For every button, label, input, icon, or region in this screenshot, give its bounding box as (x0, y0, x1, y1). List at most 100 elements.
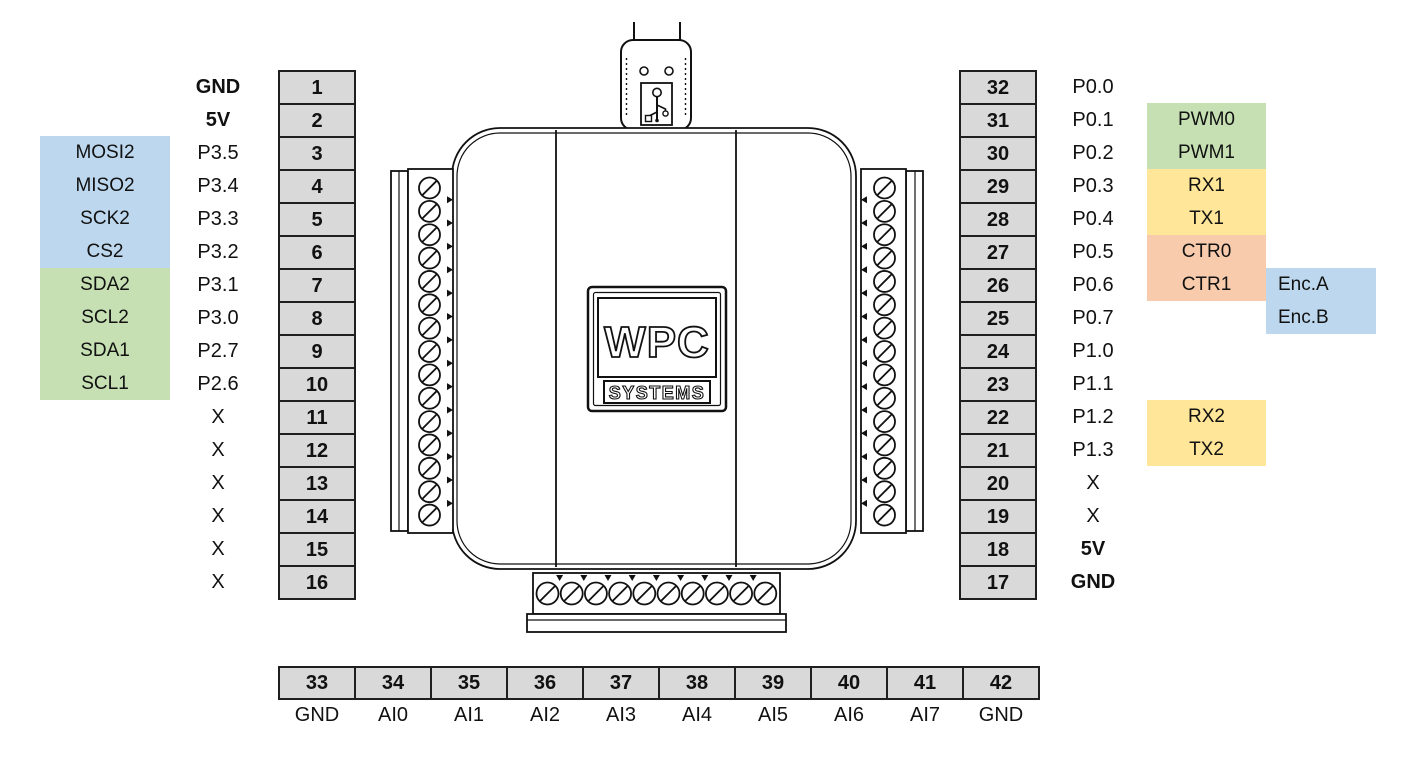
pin-name: P0.4 (1072, 207, 1114, 230)
pin-name: X (211, 570, 225, 593)
pin-number-box: 6 (278, 235, 356, 270)
pin-name: AI5 (757, 704, 789, 726)
pin-name: X (211, 537, 225, 560)
terminal-block-bottom (526, 572, 787, 633)
pin-name: P0.6 (1072, 273, 1114, 296)
pin-name: P0.0 (1072, 75, 1114, 98)
pin-number-box: 15 (278, 532, 356, 567)
pin-function-label: PWM1 (1147, 136, 1266, 169)
pin-number-box: 4 (278, 169, 356, 204)
pin-number-box: 36 (506, 666, 584, 700)
pin-name: P0.7 (1072, 306, 1114, 329)
pin-number-box: 14 (278, 499, 356, 534)
pin-number-box: 19 (959, 499, 1037, 534)
pin-number-box: 41 (886, 666, 964, 700)
pin-number-box: 17 (959, 565, 1037, 600)
brand-logo: WPC SYSTEMS (586, 285, 728, 413)
pin-name: P0.2 (1072, 141, 1114, 164)
pin-number-box: 11 (278, 400, 356, 435)
pin-number-box: 34 (354, 666, 432, 700)
pin-number-box: 28 (959, 202, 1037, 237)
pin-number-box: 20 (959, 466, 1037, 501)
pin-number-box: 7 (278, 268, 356, 303)
logo-text-top: WPC (604, 318, 710, 367)
device-illustration: WPC SYSTEMS (390, 22, 924, 633)
pin-name: X (1086, 504, 1100, 527)
pin-number-box: 40 (810, 666, 888, 700)
pin-number-box: 22 (959, 400, 1037, 435)
pin-number-box: 32 (959, 70, 1037, 105)
pin-name: P3.0 (197, 306, 239, 329)
pin-number-box: 42 (962, 666, 1040, 700)
pin-function-label: MISO2 (40, 169, 170, 202)
pin-name: GND (294, 704, 340, 726)
pin-name: GND (1070, 570, 1116, 593)
pin-number-box: 12 (278, 433, 356, 468)
pin-name: GND (195, 75, 241, 98)
pin-name: P3.1 (197, 273, 239, 296)
pin-number-box: 10 (278, 367, 356, 402)
pin-number-box: 26 (959, 268, 1037, 303)
pin-number-box: 33 (278, 666, 356, 700)
pin-number-box: 27 (959, 235, 1037, 270)
pin-name: P1.1 (1072, 372, 1114, 395)
pin-number-box: 24 (959, 334, 1037, 369)
pin-name: AI6 (833, 704, 865, 726)
pin-number-box: 35 (430, 666, 508, 700)
pin-number-box: 29 (959, 169, 1037, 204)
pin-number-box: 18 (959, 532, 1037, 567)
pin-number-box: 23 (959, 367, 1037, 402)
pin-number-box: 5 (278, 202, 356, 237)
pin-function-label: CTR1 (1147, 268, 1266, 301)
pin-number-box: 3 (278, 136, 356, 171)
pin-name: P3.4 (197, 174, 239, 197)
pin-function-label: MOSI2 (40, 136, 170, 169)
pin-name: X (211, 471, 225, 494)
pin-number-box: 37 (582, 666, 660, 700)
pin-function-label: CTR0 (1147, 235, 1266, 268)
pin-function-label: RX1 (1147, 169, 1266, 202)
pin-name: 5V (205, 108, 231, 131)
pin-name: GND (978, 704, 1024, 726)
pin-name: P3.3 (197, 207, 239, 230)
pin-number-box: 13 (278, 466, 356, 501)
pin-name: P1.3 (1072, 438, 1114, 461)
pin-name: P0.1 (1072, 108, 1114, 131)
pin-number-box: 21 (959, 433, 1037, 468)
pin-name: X (211, 504, 225, 527)
pin-name: X (211, 438, 225, 461)
pin-function-label: RX2 (1147, 400, 1266, 433)
pin-function-label: SCK2 (40, 202, 170, 235)
pin-name: P1.2 (1072, 405, 1114, 428)
pin-function-label: CS2 (40, 235, 170, 268)
usb-connector (620, 39, 692, 131)
pin-function-label: TX2 (1147, 433, 1266, 466)
pin-number-box: 31 (959, 103, 1037, 138)
terminal-block-left (390, 168, 454, 534)
logo-text-bottom: SYSTEMS (609, 383, 706, 403)
pin-number-box: 39 (734, 666, 812, 700)
pin-name: AI4 (681, 704, 713, 726)
pin-function-label: SDA2 (40, 268, 170, 301)
pin-name: P3.5 (197, 141, 239, 164)
encoder-label: Enc.A (1266, 268, 1376, 301)
pin-function-label: SCL2 (40, 301, 170, 334)
pin-function-label: PWM0 (1147, 103, 1266, 136)
pin-number-box: 1 (278, 70, 356, 105)
usb-cable (633, 22, 681, 41)
usb-trident-icon (640, 82, 673, 126)
pin-name: X (211, 405, 225, 428)
pin-name: P3.2 (197, 240, 239, 263)
terminal-block-right (860, 168, 924, 534)
pin-name: X (1086, 471, 1100, 494)
pin-function-label: SCL1 (40, 367, 170, 400)
pin-number-box: 16 (278, 565, 356, 600)
pin-name: P0.3 (1072, 174, 1114, 197)
pin-name: AI7 (909, 704, 941, 726)
pin-number-box: 2 (278, 103, 356, 138)
pin-name: AI1 (453, 704, 485, 726)
pin-name: AI0 (377, 704, 409, 726)
pin-number-box: 9 (278, 334, 356, 369)
pin-number-box: 30 (959, 136, 1037, 171)
